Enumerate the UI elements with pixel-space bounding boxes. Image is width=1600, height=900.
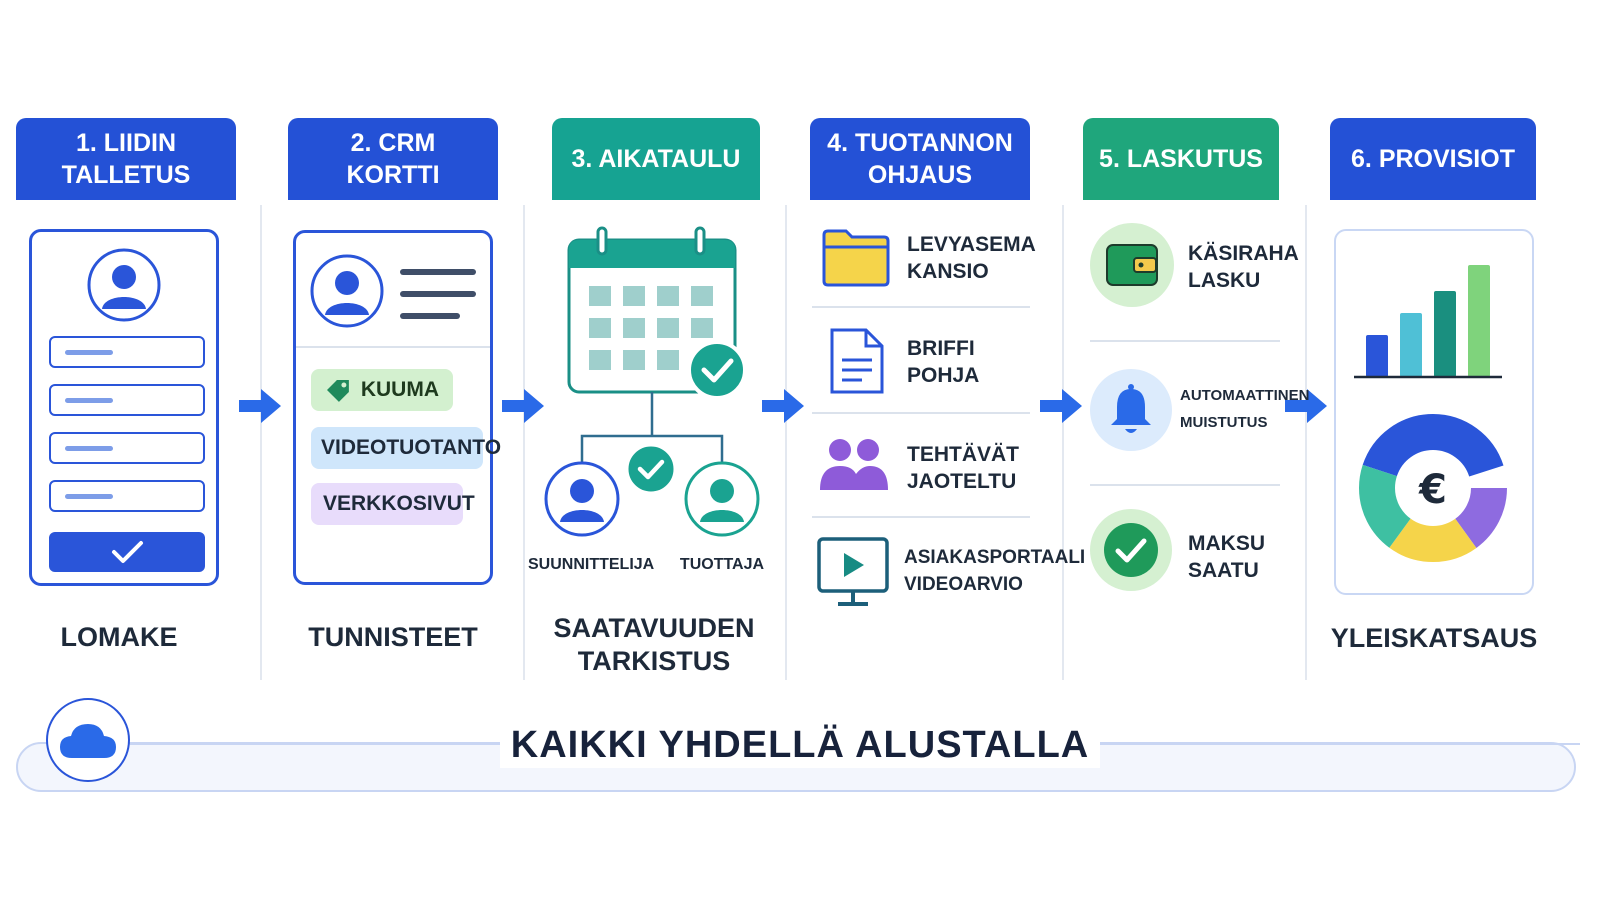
document-icon [830,328,884,394]
step-1-header: 1. LIIDIN TALLETUS [16,118,236,200]
production-item-4: ASIAKASPORTAALI VIDEOARVIO [904,547,1086,595]
form-field [49,480,205,512]
step-5-header: 5. LASKUTUS [1083,118,1279,200]
step-3-caption: SAATAVUUDEN TARKISTUS [553,613,755,676]
divider [812,516,1030,518]
overview-card: € [1334,229,1534,595]
folder-icon [822,229,890,287]
divider [1090,484,1280,486]
check-icon [1104,523,1158,577]
step-1-caption: LOMAKE [60,622,178,652]
arrow-right-icon [1285,389,1327,423]
billing-item-2: AUTOMAATTINEN MUISTUTUS [1180,387,1310,431]
submit-button[interactable] [49,532,205,572]
step-6-header: 6. PROVISIOT [1330,118,1536,200]
bar-chart-icon [1354,265,1502,379]
video-icon [817,537,889,606]
column-separator [1062,205,1064,680]
crm-line [400,269,476,275]
divider [1090,340,1280,342]
team-icon [820,439,888,490]
step-6-caption: YLEISKATSAUS [1330,623,1538,653]
role-designer: SUUNNITTELIJA [528,556,655,573]
tag-label: VERKKOSIVUT [323,492,475,515]
bell-badge [1090,369,1172,451]
arrow-right-icon [239,389,281,423]
wallet-icon [1106,244,1158,286]
divider [812,412,1030,414]
bell-icon [1111,384,1151,433]
role-producer: TUOTTAJA [679,556,765,573]
step-3-header: 3. AIKATAULU [552,118,760,200]
crm-line [400,313,460,319]
cloud-badge [46,698,130,782]
arrow-right-icon [502,389,544,423]
step-2-caption: TUNNISTEET [308,622,478,652]
donut-chart-icon: € [1359,414,1507,562]
calendar-icon [567,226,747,400]
availability-tree [544,392,760,537]
tag-label: KUUMA [360,378,439,401]
euro-icon: € [1418,467,1447,513]
lead-form-card [29,229,219,586]
tag-hot[interactable]: KUUMA [311,369,453,411]
wallet-badge [1090,223,1174,307]
divider [812,306,1030,308]
tag-video[interactable]: VIDEOTUOTANTO [311,427,501,469]
column-separator [523,205,525,680]
column-separator [260,205,262,680]
step-2-header: 2. CRM KORTTI [288,118,498,200]
form-field [49,384,205,416]
form-field [49,336,205,368]
tag-label: VIDEOTUOTANTO [321,436,502,459]
column-separator [1305,205,1307,680]
divider [296,346,490,348]
production-item-2: BRIFFI POHJA [907,337,980,387]
user-icon [310,254,384,328]
tag-icon [326,380,349,402]
cloud-icon [60,724,116,758]
platform-title: KAIKKI YHDELLÄ ALUSTALLA [500,722,1100,768]
user-icon [87,248,161,322]
billing-item-1: KÄSIRAHA LASKU [1188,242,1299,292]
production-item-3: TEHTÄVÄT JAOTELTU [907,443,1019,493]
step-4-header: 4. TUOTANNON OHJAUS [810,118,1030,200]
billing-item-3: MAKSU SAATU [1188,532,1265,582]
crm-card: KUUMA VIDEOTUOTANTO VERKKOSIVUT [293,230,501,585]
arrow-right-icon [1040,389,1082,423]
column-separator [785,205,787,680]
production-item-1: LEVYASEMA KANSIO [907,233,1036,283]
crm-line [400,291,476,297]
check-icon [112,541,143,563]
paid-badge [1090,509,1172,591]
arrow-right-icon [762,389,804,423]
tag-web[interactable]: VERKKOSIVUT [311,483,475,525]
form-field [49,432,205,464]
